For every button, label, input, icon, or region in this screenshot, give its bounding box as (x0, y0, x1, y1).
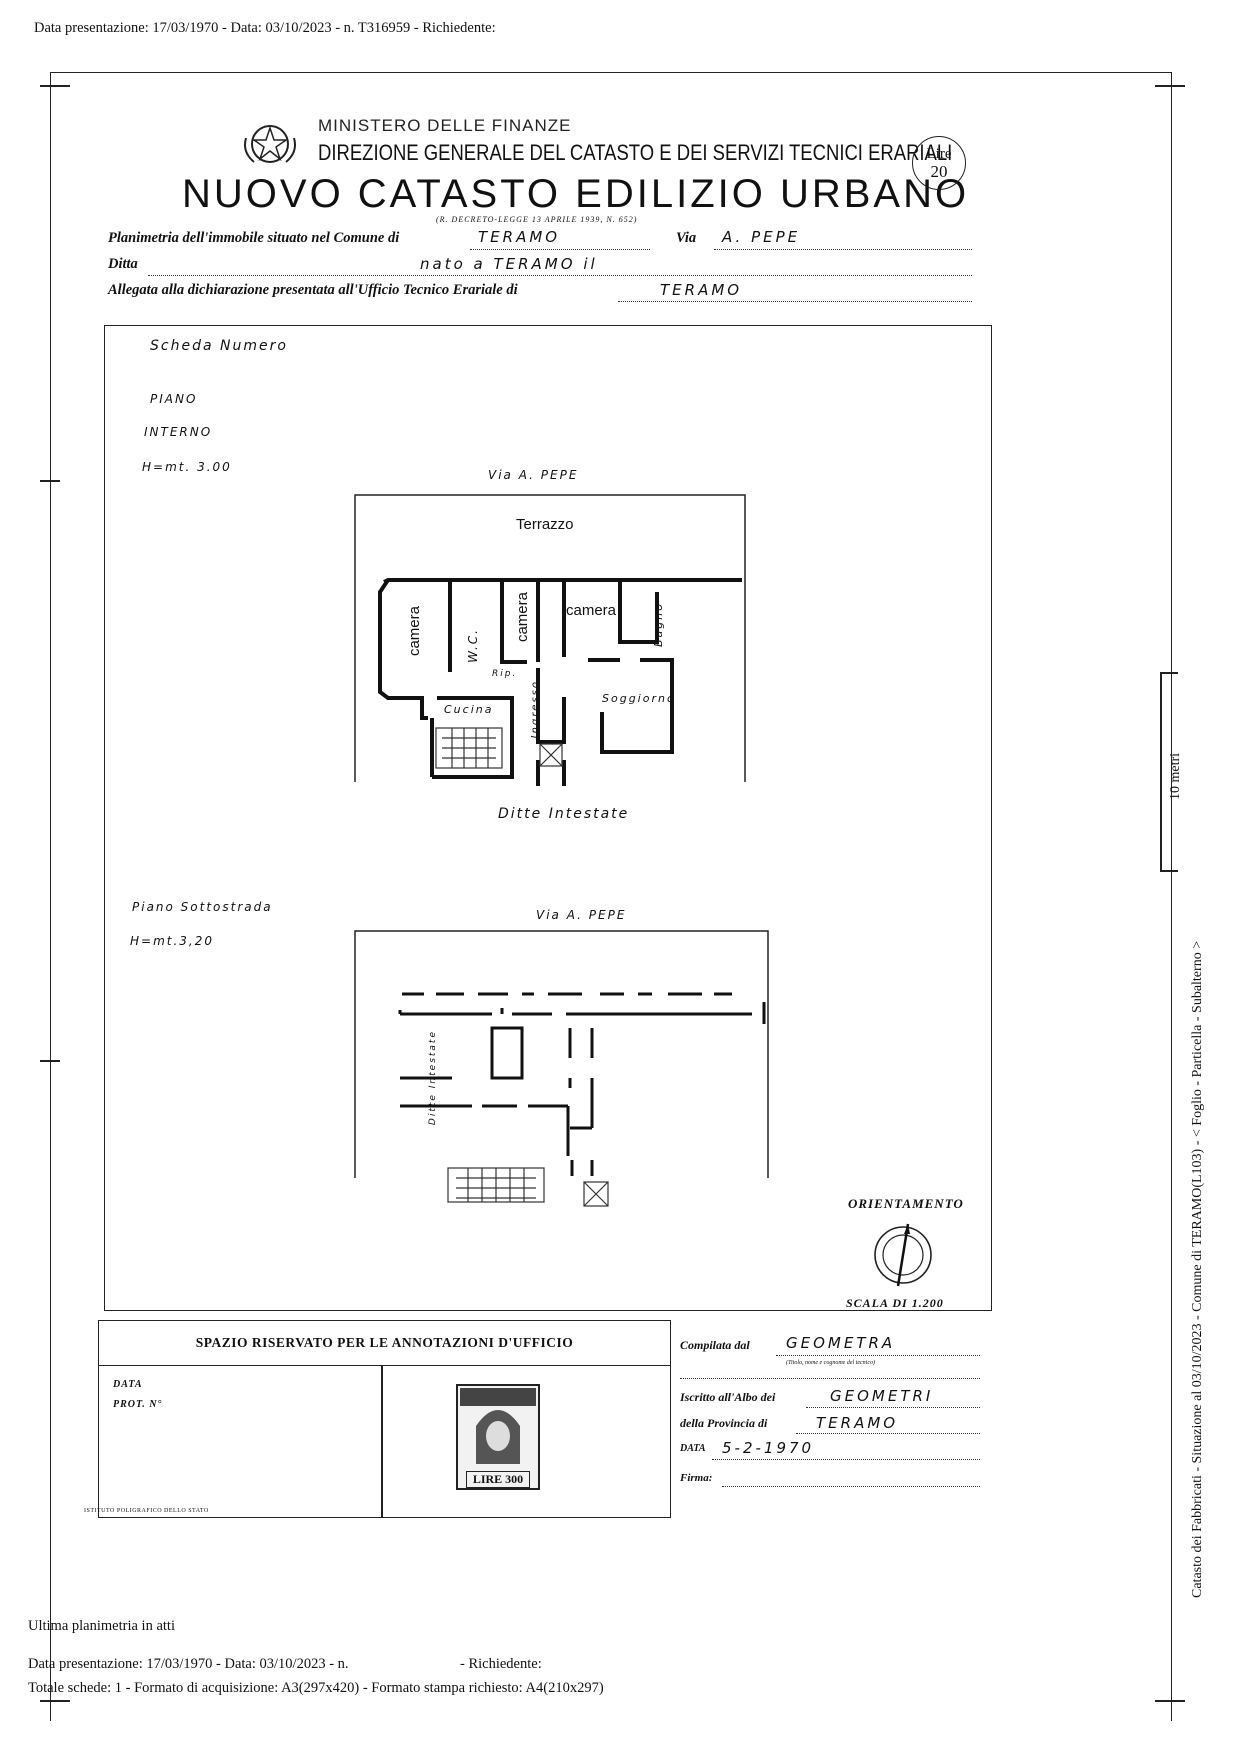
document-header-line: Data presentazione: 17/03/1970 - Data: 0… (34, 20, 496, 36)
office-annotation-box: SPAZIO RISERVATO PER LE ANNOTAZIONI D'UF… (98, 1320, 671, 1518)
firma-label: Firma: (680, 1472, 713, 1484)
scheda-label: Scheda Numero (150, 338, 288, 354)
via-value: A. PEPE (722, 228, 801, 246)
allegata-value: TERAMO (660, 281, 743, 299)
frame-tick (1160, 870, 1178, 872)
height-upper-label: H=mt. 3.00 (142, 460, 232, 474)
iscritto-label: Iscritto all'Albo dei (680, 1390, 776, 1404)
frame-tick (40, 1060, 60, 1062)
room-ingresso: Ingresso (530, 680, 541, 739)
ditte-intestate-label: Ditte Intestate (498, 806, 630, 822)
room-terrazzo: Terrazzo (516, 516, 574, 533)
side-scale-bar (1160, 672, 1162, 870)
comune-dotline (470, 249, 650, 250)
compiler-data-label: DATA (680, 1443, 706, 1454)
room-camera-3: camera (566, 602, 617, 619)
orientamento-label: ORIENTAMENTO (848, 1196, 964, 1211)
lire-label: Lire (926, 146, 952, 162)
ditta-dotline (148, 275, 972, 276)
direction-label: DIREZIONE GENERALE DEL CATASTO E DEI SER… (318, 140, 953, 165)
ditta-label: Ditta (108, 256, 138, 272)
frame-tick (1160, 672, 1178, 674)
document-title: NUOVO CATASTO EDILIZIO URBANO (182, 172, 970, 216)
ditte-intestate-lower-label: Ditte Intestate (428, 1030, 438, 1126)
room-soggiorno: Soggiorno (602, 692, 676, 705)
compilata-dotline-2 (680, 1378, 980, 1379)
provincia-dotline (796, 1433, 980, 1434)
piano-sottostrada-label: Piano Sottostrada (132, 900, 273, 914)
frame-tick (1155, 1700, 1185, 1702)
room-wc: W.C. (466, 628, 480, 663)
titolo-note: (Titolo, nome e cognome del tecnico) (786, 1360, 875, 1366)
compass-icon (874, 1223, 932, 1287)
stamp-value: LIRE 300 (466, 1471, 530, 1488)
room-bagno: Bagno (652, 602, 665, 647)
printer-label: ISTITUTO POLIGRAFICO DELLO STATO (84, 1508, 209, 1514)
frame-tick (40, 480, 60, 482)
room-camera-2: camera (514, 592, 531, 643)
decree-reference: (R. DECRETO-LEGGE 13 APRILE 1939, N. 652… (436, 215, 638, 224)
page-frame (50, 72, 1172, 1721)
allegata-dotline (618, 301, 972, 302)
frame-tick (1155, 85, 1185, 87)
ditta-value: nato a TERAMO il (420, 255, 598, 273)
provincia-value: TERAMO (816, 1414, 899, 1432)
comune-value: TERAMO (478, 228, 561, 246)
room-camera-1: camera (406, 606, 423, 657)
office-prot-label: PROT. N° (113, 1399, 163, 1410)
revenue-stamp-circle: Lire 20 (912, 136, 966, 190)
compiler-data-dotline (712, 1459, 980, 1460)
footer-line-1a: Data presentazione: 17/03/1970 - Data: 0… (28, 1656, 349, 1672)
stamp-portrait-icon (460, 1388, 536, 1464)
via-label: Via (676, 230, 697, 246)
room-cucina: Cucina (444, 703, 494, 716)
interno-label: INTERNO (144, 425, 213, 439)
frame-tick (40, 85, 70, 87)
footer-line-2: Totale schede: 1 - Formato di acquisizio… (28, 1680, 604, 1696)
office-divider (381, 1365, 383, 1517)
lire-value: 20 (930, 162, 948, 181)
side-cadastre-label: Catasto dei Fabbricati - Situazione al 0… (1190, 940, 1205, 1598)
plan-box (104, 325, 992, 1311)
frame-tick (40, 1700, 70, 1702)
compiler-data-value: 5-2-1970 (722, 1439, 815, 1457)
compilata-dotline (776, 1355, 980, 1356)
planimetria-label: Planimetria dell'immobile situato nel Co… (108, 230, 400, 246)
office-heading: SPAZIO RISERVATO PER LE ANNOTAZIONI D'UF… (99, 1321, 670, 1366)
ministry-label: MINISTERO DELLE FINANZE (318, 116, 572, 135)
piano-label: PIANO (150, 392, 198, 406)
compilata-value: GEOMETRA (786, 1334, 896, 1352)
scale-label: SCALA DI 1.200 (846, 1296, 944, 1310)
height-lower-label: H=mt.3,20 (130, 934, 215, 948)
revenue-stamp: LIRE 300 (456, 1384, 540, 1490)
via-dotline (714, 249, 972, 250)
street-upper-label: Via A. PEPE (488, 468, 579, 482)
office-data-label: DATA (113, 1379, 143, 1390)
footer-line-1b: - Richiedente: (460, 1656, 542, 1672)
provincia-label: della Provincia di (680, 1416, 768, 1430)
state-emblem-icon (244, 125, 296, 163)
iscritto-dotline (806, 1407, 980, 1408)
compilata-label: Compilata dal (680, 1338, 750, 1352)
room-ripostiglio: Rip. (492, 669, 518, 679)
ultima-planimetria-label: Ultima planimetria in atti (28, 1618, 175, 1634)
allegata-label: Allegata alla dichiarazione presentata a… (108, 282, 518, 298)
iscritto-value: GEOMETRI (830, 1387, 934, 1405)
upper-floor-plan (354, 494, 746, 786)
lower-floor-plan (354, 930, 769, 1207)
firma-dotline (722, 1486, 980, 1487)
side-scale-label: 10 metri (1168, 752, 1183, 800)
street-lower-label: Via A. PEPE (536, 908, 627, 922)
